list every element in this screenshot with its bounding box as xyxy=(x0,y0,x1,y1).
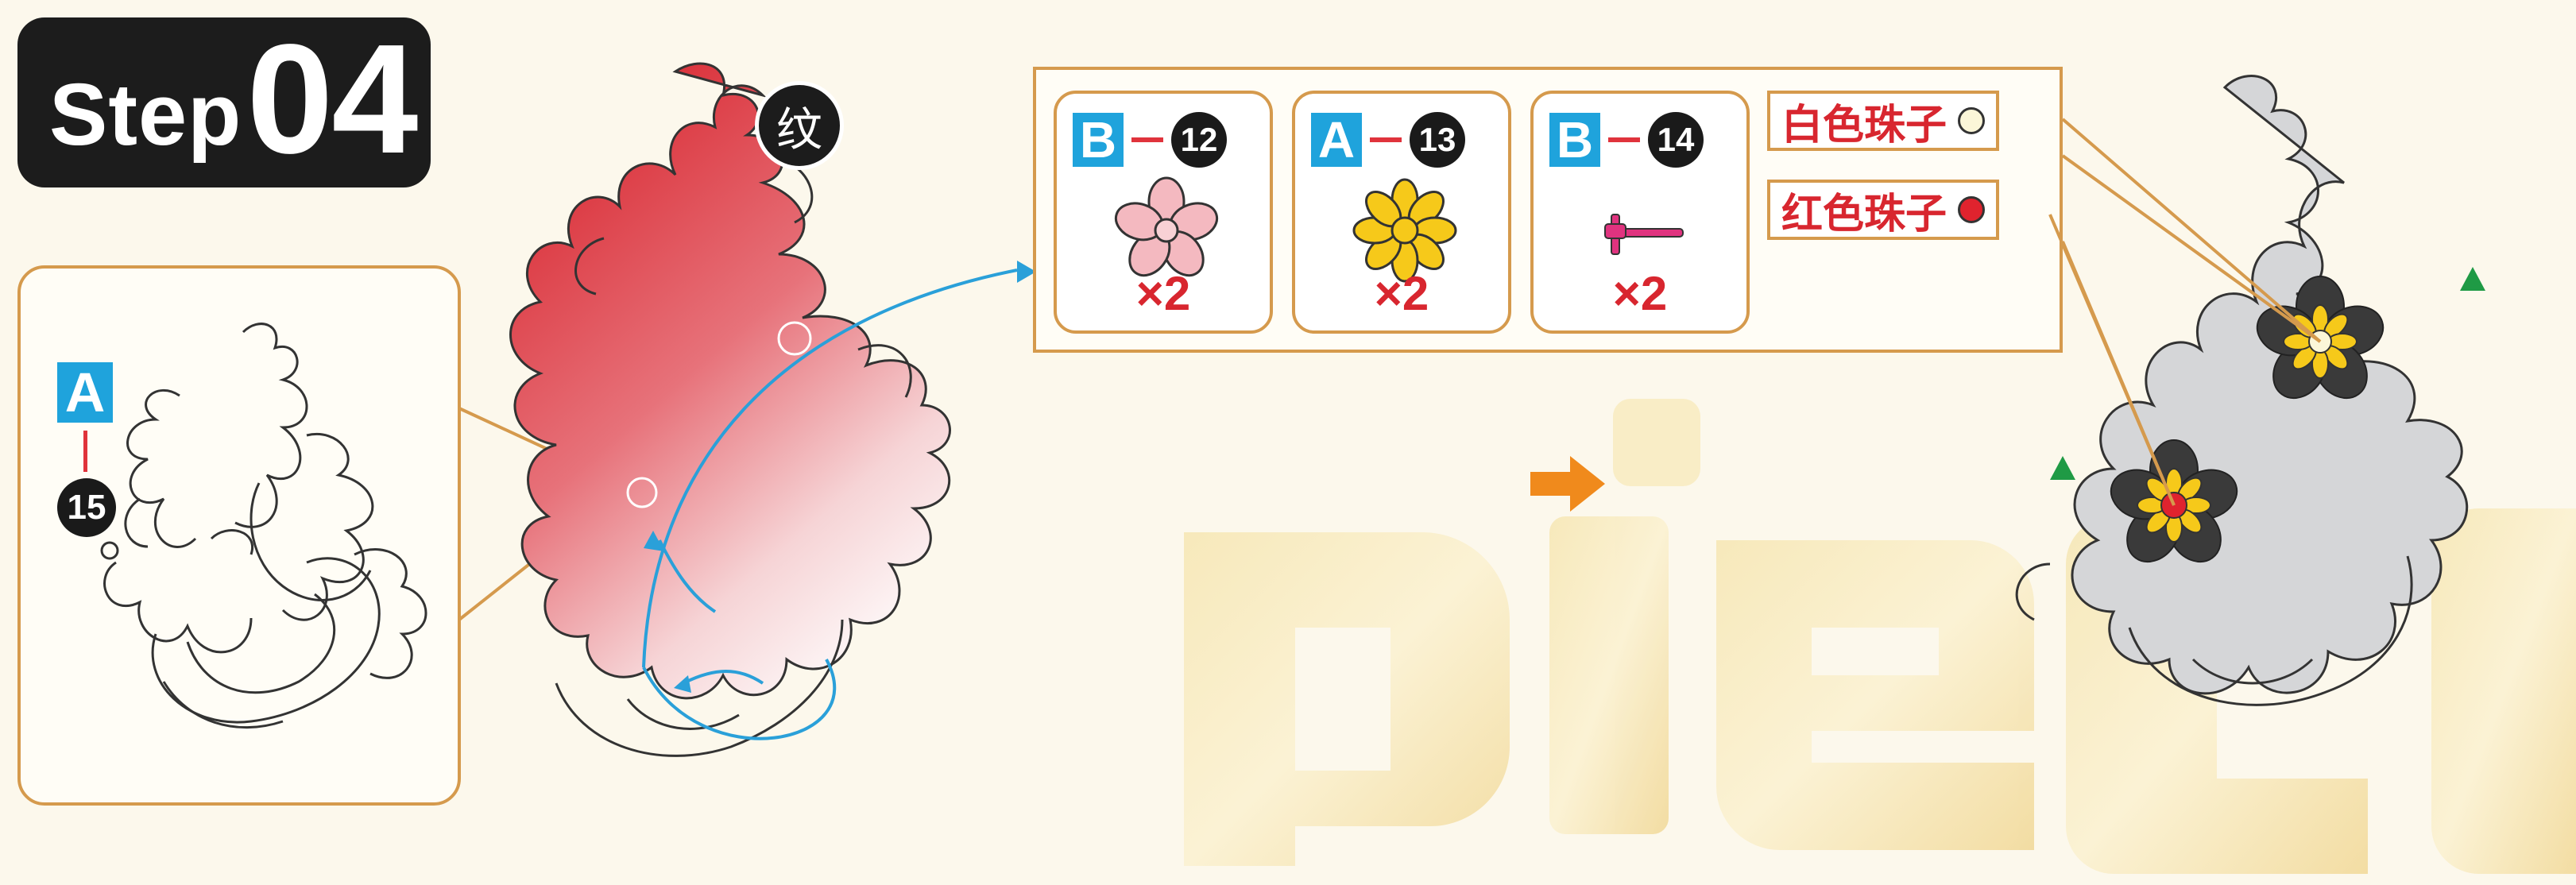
bead-callout-lines xyxy=(0,0,2576,885)
